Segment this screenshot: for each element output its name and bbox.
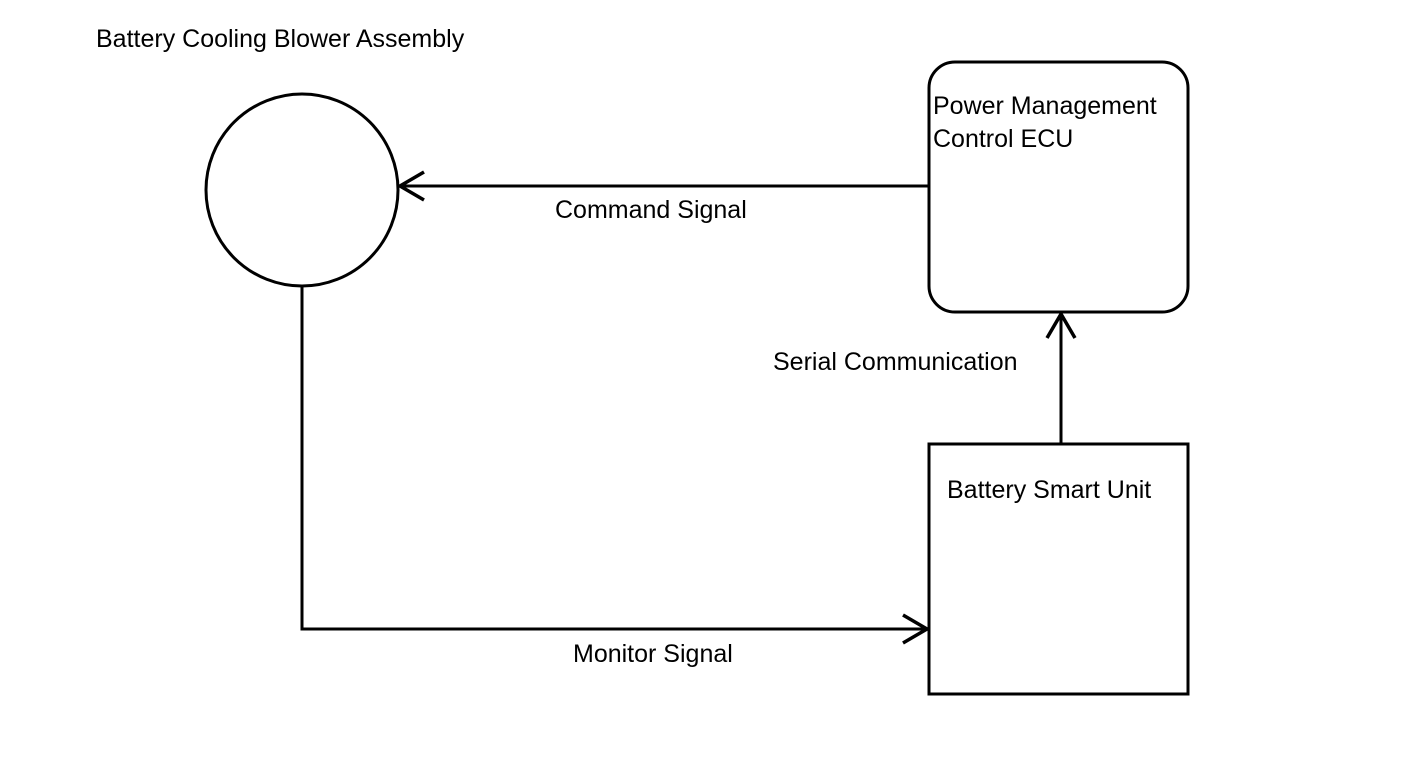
command-signal-label: Command Signal: [555, 196, 747, 224]
blower-label: Battery Cooling Blower Assembly: [96, 25, 465, 53]
smart-unit-box: [927, 442, 1190, 696]
command-signal-arrowhead: [396, 170, 425, 202]
monitor-signal-label: Monitor Signal: [573, 640, 733, 668]
monitor-signal-arrowhead: [902, 613, 931, 645]
blower-circle: [204, 92, 400, 288]
monitor-signal-line: [300, 286, 927, 631]
serial-communication-arrowhead: [1045, 310, 1077, 339]
ecu-label-line1: Power Management: [933, 92, 1157, 120]
smart-unit-label: Battery Smart Unit: [947, 476, 1152, 504]
serial-communication-label: Serial Communication: [773, 348, 1018, 376]
ecu-label-line2: Control ECU: [933, 125, 1074, 153]
